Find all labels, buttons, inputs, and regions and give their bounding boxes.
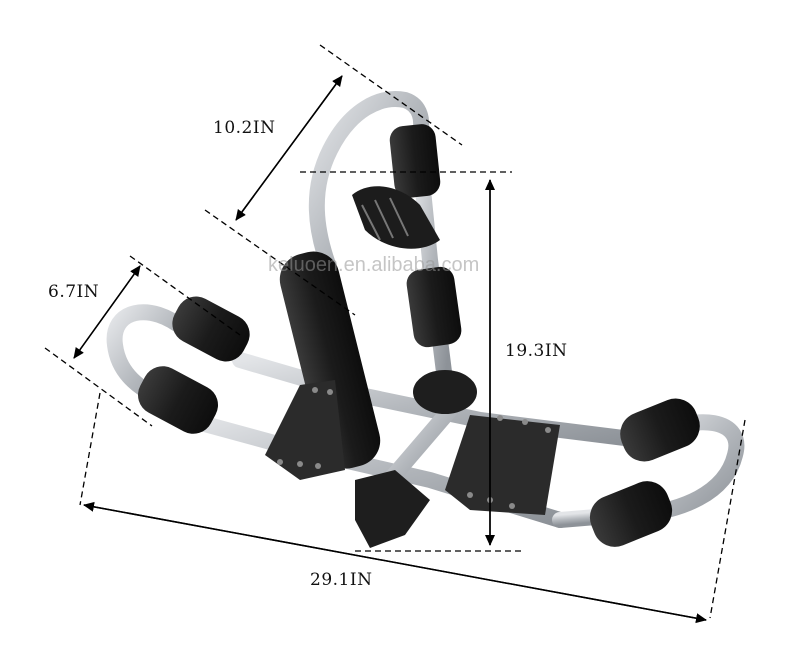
left-upper-foam-pad [172, 296, 250, 362]
watermark-text: keluoen.en.alibaba.com [268, 254, 480, 276]
arrow-10-2-end-b [235, 75, 343, 221]
upper-foam-pad [389, 124, 441, 198]
bottom-clamp [355, 470, 430, 548]
dimension-label-height: 19.3IN [505, 341, 568, 361]
dimension-arrows [73, 75, 707, 624]
left-lower-foam-pad [137, 366, 219, 434]
dimension-label-total-length: 29.1IN [310, 570, 373, 590]
right-bracket [445, 415, 560, 515]
right-lower-foam-pad [589, 481, 673, 547]
arrow-6-7-end-b [73, 265, 141, 359]
middle-foam-pad [406, 266, 462, 348]
left-bracket [265, 380, 345, 480]
foam-pads [137, 124, 700, 547]
strap-buckle [352, 186, 440, 249]
mounting-brackets [265, 186, 560, 548]
right-upper-foam-pad [620, 398, 700, 462]
arrow-29-1-end-b [83, 501, 707, 621]
dimension-label-top-length: 10.2IN [213, 118, 276, 138]
center-knob [413, 370, 477, 414]
long-foam-pad [279, 251, 381, 469]
dimension-guides [44, 44, 746, 619]
dimension-label-side-width: 6.7IN [48, 282, 100, 302]
